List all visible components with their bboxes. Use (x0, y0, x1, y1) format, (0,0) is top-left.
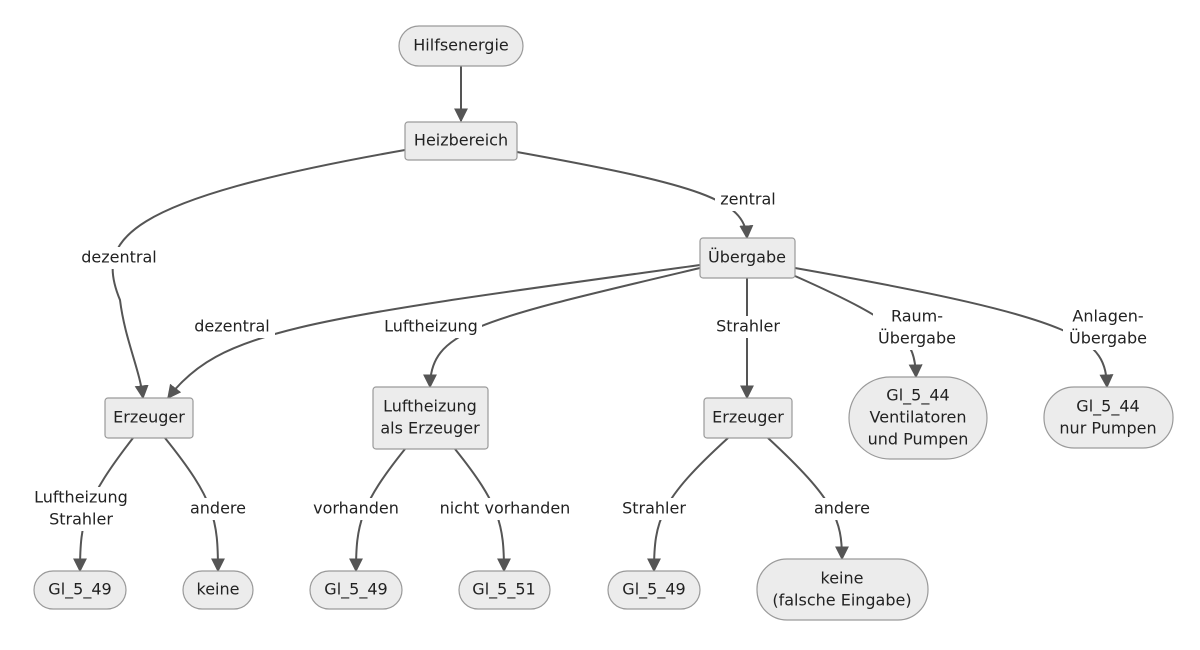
svg-text:Anlagen-: Anlagen- (1072, 307, 1143, 326)
edge-label-ueb-strahler: Strahler (711, 316, 785, 338)
edge-heizbereich-uebergabe (516, 151, 754, 240)
svg-text:Luftheizung: Luftheizung (384, 317, 478, 336)
node-gl549-c: Gl_5_49 (607, 570, 701, 610)
edge-label-luft-vorhanden: vorhanden (311, 498, 401, 520)
svg-text:Übergabe: Übergabe (1069, 329, 1147, 348)
svg-text:andere: andere (814, 499, 870, 518)
svg-text:Erzeuger: Erzeuger (712, 408, 784, 427)
edge-label-str-strahler: Strahler (617, 498, 691, 520)
node-keine-falsche-eingabe: keine (falsche Eingabe) (756, 558, 929, 621)
svg-text:keine: keine (821, 569, 864, 588)
svg-text:zentral: zentral (720, 190, 775, 209)
edge-heizbereich-erzeuger (111, 149, 406, 400)
svg-text:Gl_5_49: Gl_5_49 (324, 580, 387, 600)
svg-text:Raum-: Raum- (891, 307, 943, 326)
edge-label-heiz-dezentral: dezentral (76, 247, 162, 269)
node-luftheizung-als-erzeuger: Luftheizung als Erzeuger (372, 386, 489, 450)
svg-text:Gl_5_51: Gl_5_51 (472, 580, 535, 600)
svg-text:Gl_5_44: Gl_5_44 (886, 386, 949, 406)
svg-text:Gl_5_44: Gl_5_44 (1076, 397, 1139, 417)
svg-text:dezentral: dezentral (194, 317, 269, 336)
svg-text:nur Pumpen: nur Pumpen (1059, 419, 1156, 438)
node-hilfsenergie: Hilfsenergie (398, 25, 524, 67)
svg-text:Übergabe: Übergabe (878, 329, 956, 348)
edge-label-heiz-zentral: zentral (715, 189, 781, 211)
svg-text:Luftheizung: Luftheizung (34, 488, 128, 507)
svg-text:Luftheizung: Luftheizung (383, 397, 477, 416)
svg-text:vorhanden: vorhanden (313, 499, 399, 518)
svg-text:Strahler: Strahler (716, 317, 780, 336)
svg-text:keine: keine (197, 580, 240, 599)
edge-label-str-andere: andere (810, 498, 874, 520)
svg-text:(falsche Eingabe): (falsche Eingabe) (772, 591, 911, 610)
node-erzeuger-dezentral: Erzeuger (104, 397, 194, 439)
edge-label-luft-nicht: nicht vorhanden (436, 498, 574, 520)
svg-text:Gl_5_49: Gl_5_49 (48, 580, 111, 600)
svg-text:Strahler: Strahler (49, 510, 113, 529)
node-gl549-a: Gl_5_49 (33, 570, 127, 610)
svg-text:Gl_5_49: Gl_5_49 (622, 580, 685, 600)
edge-label-erz-andere: andere (186, 498, 250, 520)
node-keine-a: keine (182, 570, 254, 610)
edge-label-ueb-raum: Raum- Übergabe (873, 306, 961, 350)
node-uebergabe: Übergabe (699, 237, 796, 279)
svg-text:als Erzeuger: als Erzeuger (380, 419, 480, 438)
svg-text:Hilfsenergie: Hilfsenergie (413, 36, 508, 55)
edge-label-ueb-luftheizung: Luftheizung (380, 316, 482, 338)
edge-uebergabe-anlagen (794, 267, 1114, 389)
svg-text:Heizbereich: Heizbereich (414, 131, 508, 150)
edge-label-erz-luft-strahler: Luftheizung Strahler (30, 487, 132, 531)
edge-uebergabe-luftheizung (423, 267, 701, 389)
node-gl549-b: Gl_5_49 (309, 570, 403, 610)
edge-label-ueb-dezentral: dezentral (189, 316, 275, 338)
node-gl551: Gl_5_51 (458, 570, 551, 610)
node-heizbereich: Heizbereich (404, 121, 518, 161)
node-erzeuger-strahler: Erzeuger (703, 397, 793, 439)
node-gl544-ventilatoren-pumpen: Gl_5_44 Ventilatoren und Pumpen (848, 376, 988, 460)
svg-text:nicht vorhanden: nicht vorhanden (440, 499, 571, 518)
svg-text:Ventilatoren: Ventilatoren (870, 408, 967, 427)
edge-uebergabe-erzeuger (167, 264, 701, 400)
svg-text:Übergabe: Übergabe (708, 248, 786, 267)
svg-text:Strahler: Strahler (622, 499, 686, 518)
edge-label-ueb-anlagen: Anlagen- Übergabe (1063, 306, 1153, 350)
svg-text:dezentral: dezentral (81, 248, 156, 267)
node-gl544-nur-pumpen: Gl_5_44 nur Pumpen (1043, 386, 1174, 449)
svg-text:Erzeuger: Erzeuger (113, 408, 185, 427)
svg-text:andere: andere (190, 499, 246, 518)
svg-text:und Pumpen: und Pumpen (868, 430, 969, 449)
